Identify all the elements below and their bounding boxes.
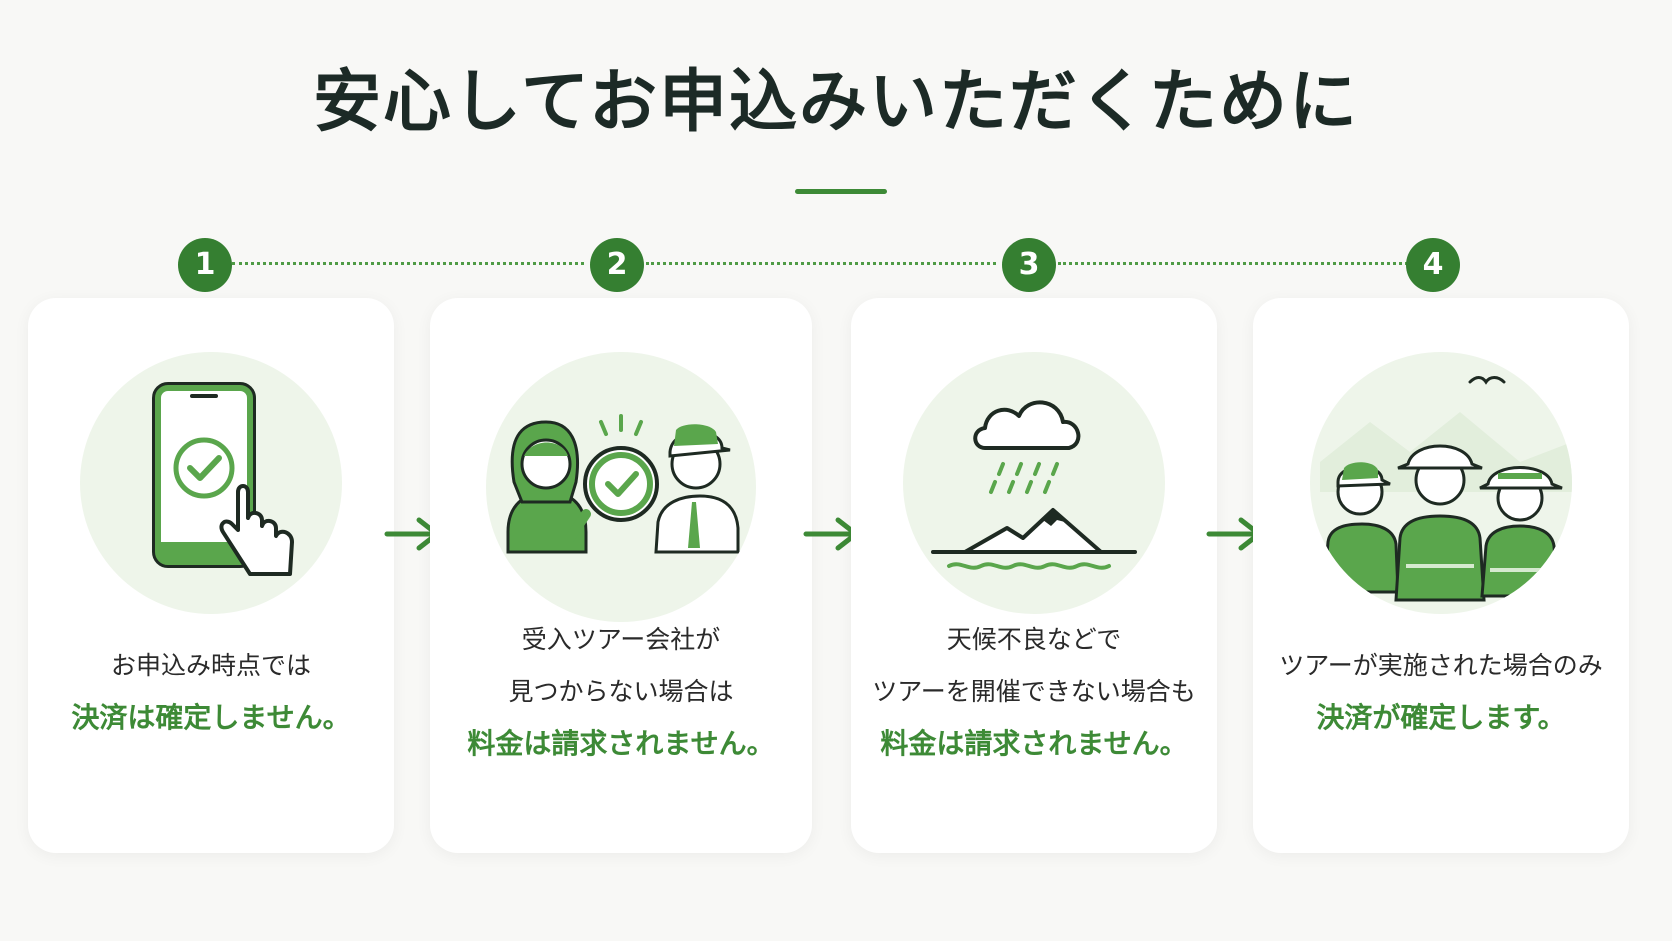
card-4-emphasis: 決済が確定します。: [1316, 701, 1566, 734]
card-2-line-1: 受入ツアー会社が: [521, 625, 721, 654]
card-2-line-2: 見つからない場合は: [508, 677, 734, 706]
title-underline: [795, 189, 887, 194]
step-number-3: 3: [1002, 238, 1056, 292]
step-connector-3-4: [1058, 262, 1408, 265]
card-1-line-1: お申込み時点では: [110, 651, 311, 680]
page-title: 安心してお申込みいただくために: [313, 63, 1359, 142]
step-number-2: 2: [590, 238, 644, 292]
card-4-line-1: ツアーが実施された場合のみ: [1279, 651, 1603, 680]
step-number-1: 1: [178, 238, 232, 292]
card-1-emphasis: 決済は確定しません。: [71, 701, 351, 734]
card-3-emphasis: 料金は請求されません。: [880, 727, 1188, 760]
card-3-line-2: ツアーを開催できない場合も: [872, 677, 1196, 706]
card-3-text: 天候不良などで ツアーを開催できない場合も 料金は請求されません。: [851, 614, 1217, 770]
step-connector-1-2: [232, 262, 584, 265]
step-card-1: お申込み時点では 決済は確定しません。: [28, 298, 394, 853]
card-1-text: お申込み時点では 決済は確定しません。: [28, 640, 394, 744]
step-card-4: ツアーが実施された場合のみ 決済が確定します。: [1253, 298, 1629, 853]
card-2-emphasis: 料金は請求されません。: [467, 727, 775, 760]
step-connector-2-3: [646, 262, 996, 265]
card-2-text: 受入ツアー会社が 見つからない場合は 料金は請求されません。: [430, 614, 812, 770]
step-number-4: 4: [1406, 238, 1460, 292]
rain-cloud-mountain-icon: [903, 352, 1165, 614]
step-card-2: 受入ツアー会社が 見つからない場合は 料金は請求されません。: [430, 298, 812, 853]
guides-in-vests-icon: [1310, 352, 1572, 614]
card-3-line-1: 天候不良などで: [946, 625, 1122, 654]
people-magnifier-check-icon: [486, 352, 756, 622]
card-4-text: ツアーが実施された場合のみ 決済が確定します。: [1253, 640, 1629, 744]
smartphone-check-icon: [80, 352, 342, 614]
step-card-3: 天候不良などで ツアーを開催できない場合も 料金は請求されません。: [851, 298, 1217, 853]
